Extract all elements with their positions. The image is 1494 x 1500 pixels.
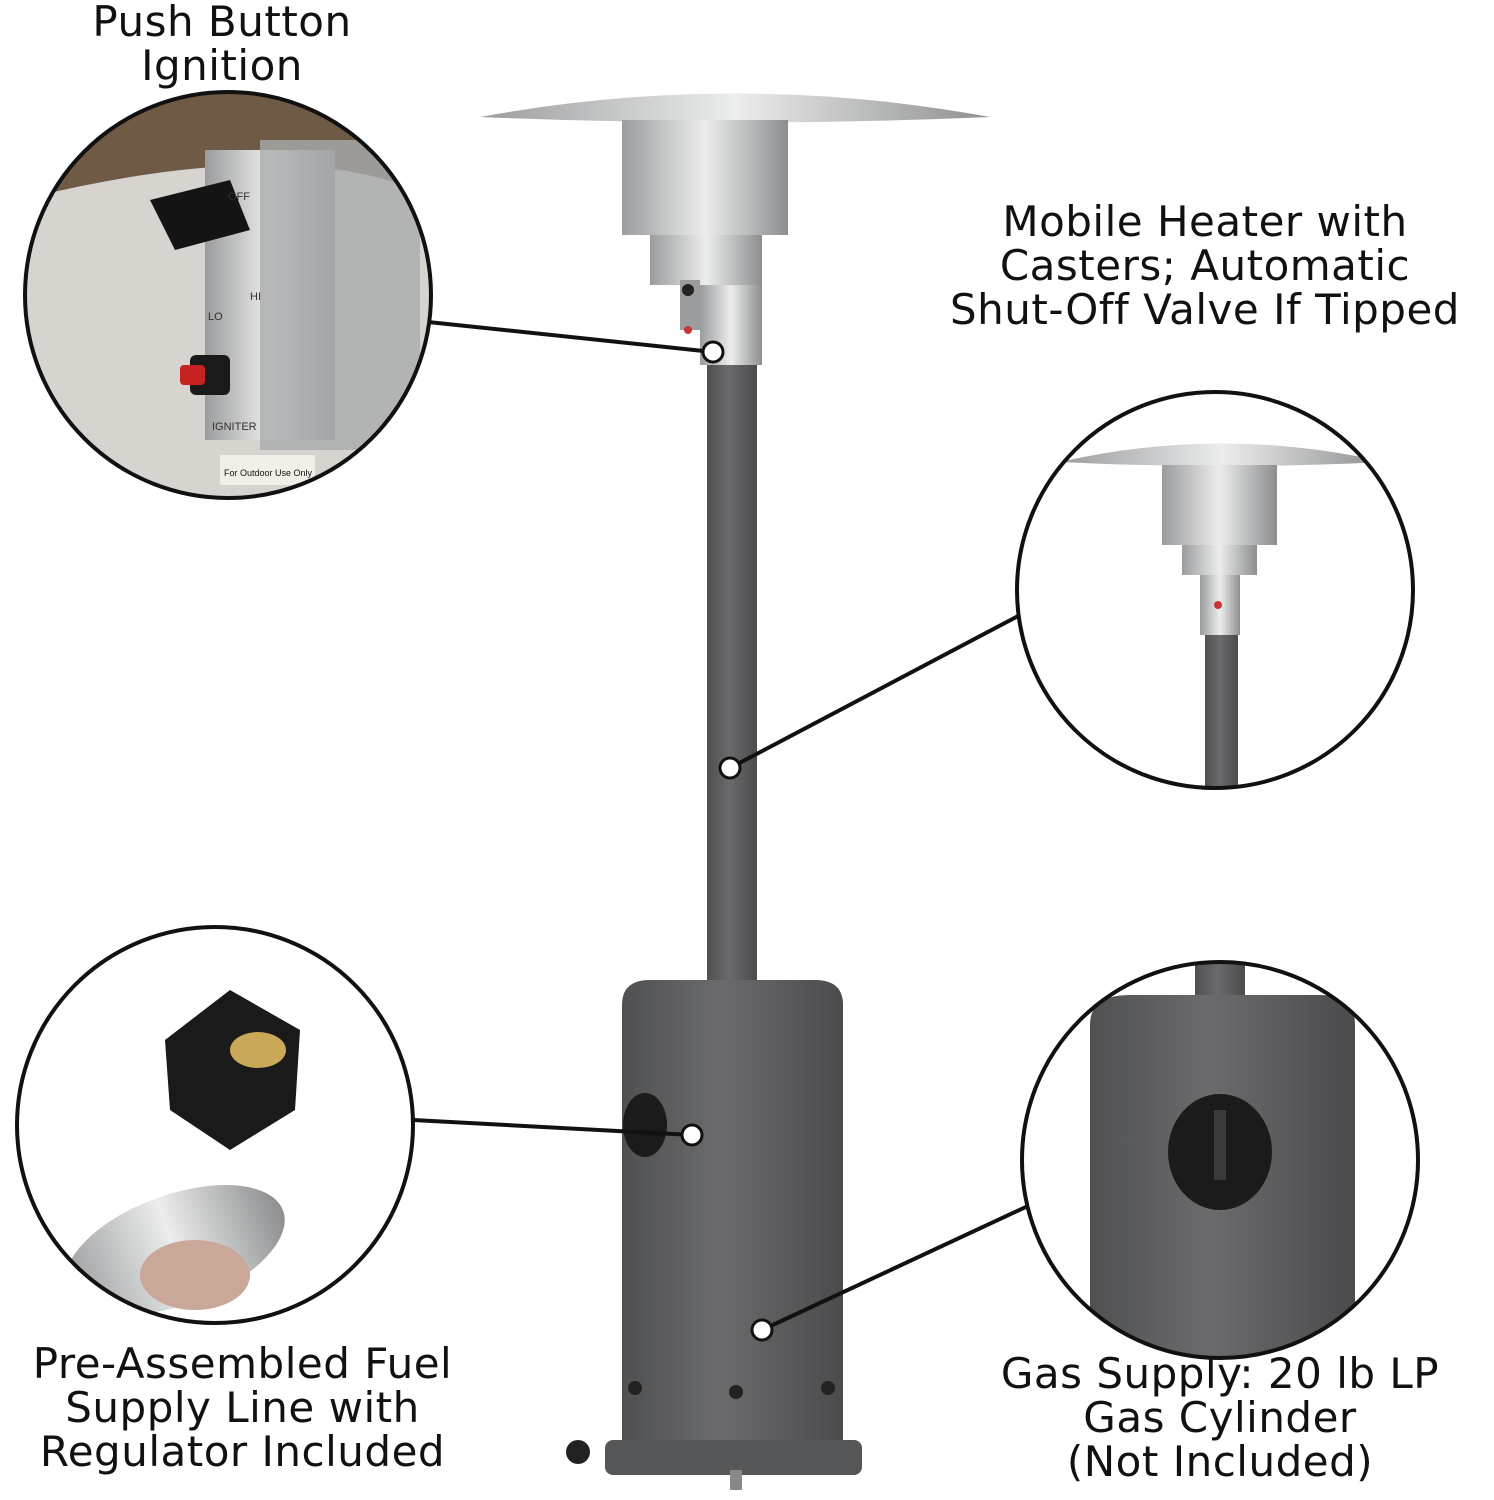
caster-wheel bbox=[566, 1440, 590, 1464]
callout-ignition: Push Button Ignition bbox=[22, 0, 422, 88]
callout-text: Pre-Assembled Fuel bbox=[32, 1339, 453, 1388]
inset-heater-head-ring bbox=[1015, 390, 1415, 790]
callout-text: (Not Included) bbox=[1066, 1437, 1374, 1486]
callout-fuel-line: Pre-Assembled Fuel Supply Line with Regu… bbox=[0, 1342, 485, 1474]
reflector-dome bbox=[480, 93, 990, 123]
svg-text:For Outdoor Use Only: For Outdoor Use Only bbox=[224, 468, 313, 478]
inset-ignition-ring bbox=[23, 90, 433, 500]
callout-lines bbox=[412, 320, 1031, 1332]
burner-head bbox=[622, 120, 788, 235]
callout-mobile: Mobile Heater with Casters; Automatic Sh… bbox=[915, 200, 1494, 332]
callout-text: Mobile Heater with bbox=[1002, 197, 1408, 246]
callout-text: Regulator Included bbox=[39, 1427, 446, 1476]
svg-text:LO: LO bbox=[208, 311, 223, 323]
patio-heater bbox=[480, 93, 990, 1490]
svg-text:HI: HI bbox=[250, 291, 261, 303]
callout-dots bbox=[680, 340, 774, 1342]
pole bbox=[707, 365, 757, 980]
callout-text: Casters; Automatic bbox=[999, 241, 1411, 290]
inset-gas-tank-ring bbox=[1020, 960, 1420, 1360]
inset-gas-tank bbox=[1022, 962, 1418, 1358]
base bbox=[605, 1440, 862, 1475]
svg-text:OFF: OFF bbox=[228, 191, 250, 203]
callout-gas-supply: Gas Supply: 20 lb LP Gas Cylinder (Not I… bbox=[965, 1352, 1475, 1484]
tank-housing bbox=[622, 980, 843, 1440]
callout-text: Gas Cylinder bbox=[1083, 1393, 1357, 1442]
callout-text: Gas Supply: 20 lb LP bbox=[1000, 1349, 1440, 1398]
inset-ignition bbox=[25, 92, 431, 498]
inset-heater-head bbox=[1017, 392, 1413, 788]
callout-text: Push Button bbox=[92, 0, 352, 46]
callout-text: Shut-Off Valve If Tipped bbox=[950, 285, 1460, 334]
svg-text:IGNITER: IGNITER bbox=[212, 421, 257, 433]
callout-text: Supply Line with bbox=[65, 1383, 420, 1432]
inset-regulator-ring bbox=[15, 925, 415, 1325]
inset-regulator bbox=[17, 927, 413, 1323]
tank-window bbox=[623, 1093, 667, 1157]
callout-text: Ignition bbox=[141, 41, 303, 90]
